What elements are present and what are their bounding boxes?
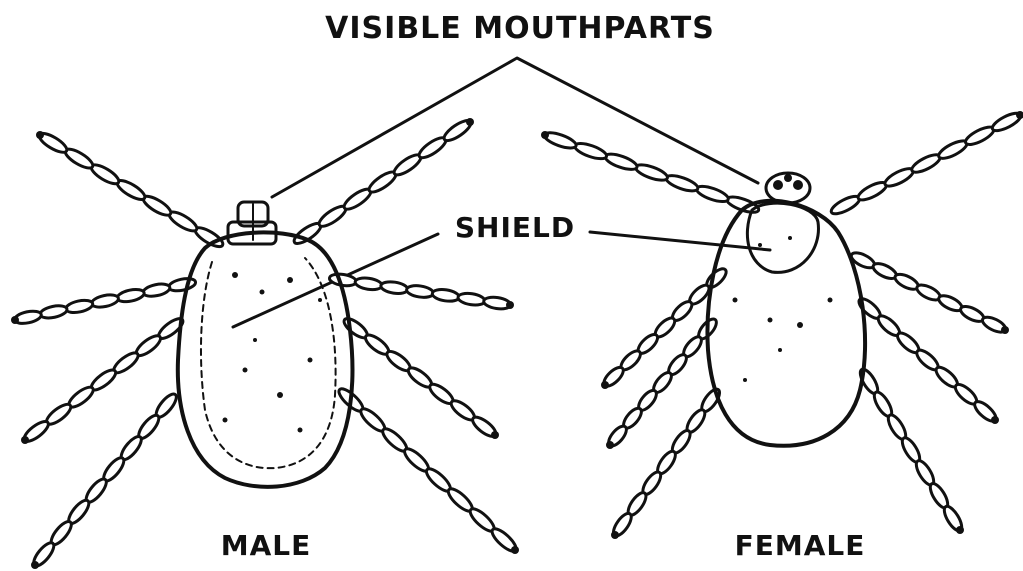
female-mouthparts: [766, 173, 810, 203]
male-leg-3-left: [21, 315, 186, 444]
leader-lines: [233, 58, 770, 327]
male-tick-drawing: [11, 117, 519, 569]
female-shield-leader-line: [590, 232, 770, 250]
male-label: MALE: [221, 529, 312, 562]
male-leg-2-left: [11, 277, 197, 326]
male-body: [178, 232, 353, 486]
female-speckles: [733, 236, 833, 382]
shield-label: SHIELD: [455, 211, 575, 244]
female-tick-drawing: [541, 110, 1023, 539]
male-mouthparts: [228, 202, 276, 244]
female-body: [707, 201, 865, 446]
female-leg-4-right: [857, 367, 965, 534]
female-label: FEMALE: [735, 529, 866, 562]
female-leg-4-left: [610, 386, 723, 539]
female-leg-1-left: [541, 130, 760, 216]
male-leg-4-right: [336, 386, 519, 555]
female-leg-1-right: [829, 110, 1023, 217]
male-speckles: [223, 272, 323, 433]
male-legs: [11, 117, 519, 569]
male-leg-2-right: [329, 272, 514, 310]
male-leg-1-left: [36, 130, 225, 250]
male-leg-1-right: [291, 117, 474, 247]
mouthparts-leader-line: [272, 58, 758, 197]
female-leg-2-right: [849, 250, 1009, 335]
female-shield: [747, 203, 818, 272]
visible-mouthparts-label: VISIBLE MOUTHPARTS: [325, 11, 715, 46]
